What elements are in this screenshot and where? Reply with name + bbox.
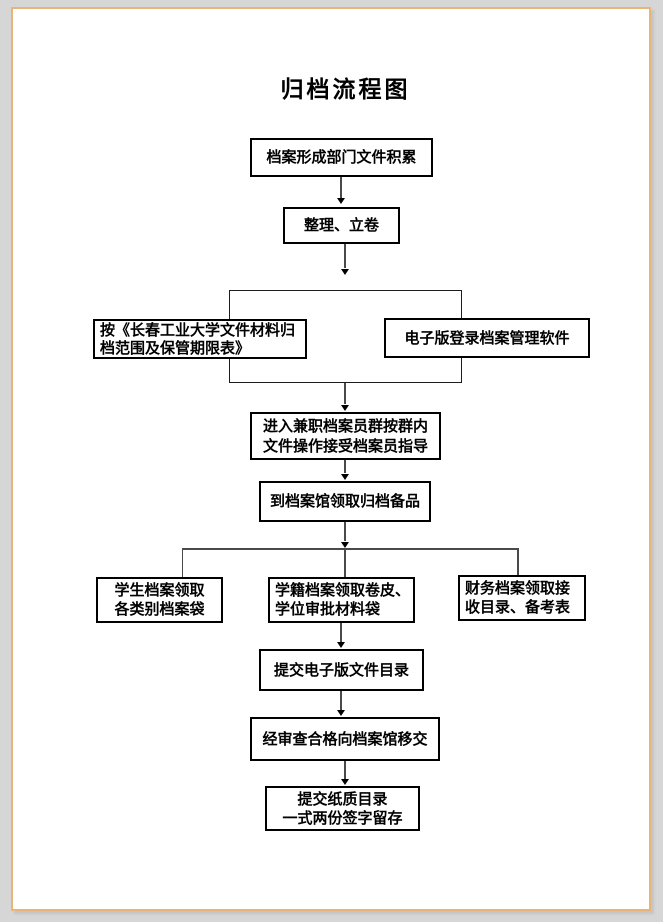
- connector-line: [344, 522, 346, 541]
- connector-line: [344, 383, 346, 404]
- arrow-down-icon: [340, 474, 349, 480]
- arrow-down-icon: [340, 405, 349, 411]
- connector-line: [344, 244, 346, 268]
- connector-line: [344, 548, 346, 577]
- flow-node-review-transfer[interactable]: 经审查合格向档案馆移交: [250, 717, 440, 761]
- flow-node-status-archive[interactable]: 学籍档案领取卷皮、 学位审批材料袋: [268, 577, 415, 623]
- connector-line: [340, 177, 342, 198]
- connector-line: [182, 548, 518, 550]
- connector-line: [344, 460, 346, 473]
- arrow-down-icon: [340, 779, 349, 785]
- page-title: 归档流程图: [280, 77, 411, 103]
- flow-node-submit-paper[interactable]: 提交纸质目录 一式两份签字留存: [265, 786, 420, 831]
- arrow-down-icon: [340, 542, 349, 548]
- connector-line: [344, 761, 346, 779]
- arrow-down-icon: [336, 710, 345, 716]
- flow-node-student-archive[interactable]: 学生档案领取 各类别档案袋: [96, 577, 223, 623]
- flow-node-archivist-group[interactable]: 进入兼职档案员群按群内 文件操作接受档案员指导: [250, 412, 441, 460]
- flow-node-electronic-login[interactable]: 电子版登录档案管理软件: [384, 318, 590, 358]
- flow-node-accumulation[interactable]: 档案形成部门文件积累: [250, 138, 433, 177]
- connector-line: [340, 691, 342, 710]
- connector-line: [517, 548, 519, 575]
- flow-node-finance-archive[interactable]: 财务档案领取接 收目录、备考表: [458, 575, 586, 621]
- flow-node-get-supplies[interactable]: 到档案馆领取归档备品: [259, 481, 431, 522]
- connector-line: [181, 548, 183, 577]
- connector-line: [340, 623, 342, 642]
- arrow-down-icon: [340, 269, 349, 275]
- flow-node-arrange[interactable]: 整理、立卷: [283, 207, 400, 244]
- flow-node-scope-table[interactable]: 按《长春工业大学文件材料归 档范围及保管期限表》: [93, 319, 307, 359]
- flow-node-submit-electronic[interactable]: 提交电子版文件目录: [259, 649, 424, 691]
- arrow-down-icon: [336, 198, 345, 204]
- arrow-down-icon: [336, 642, 345, 648]
